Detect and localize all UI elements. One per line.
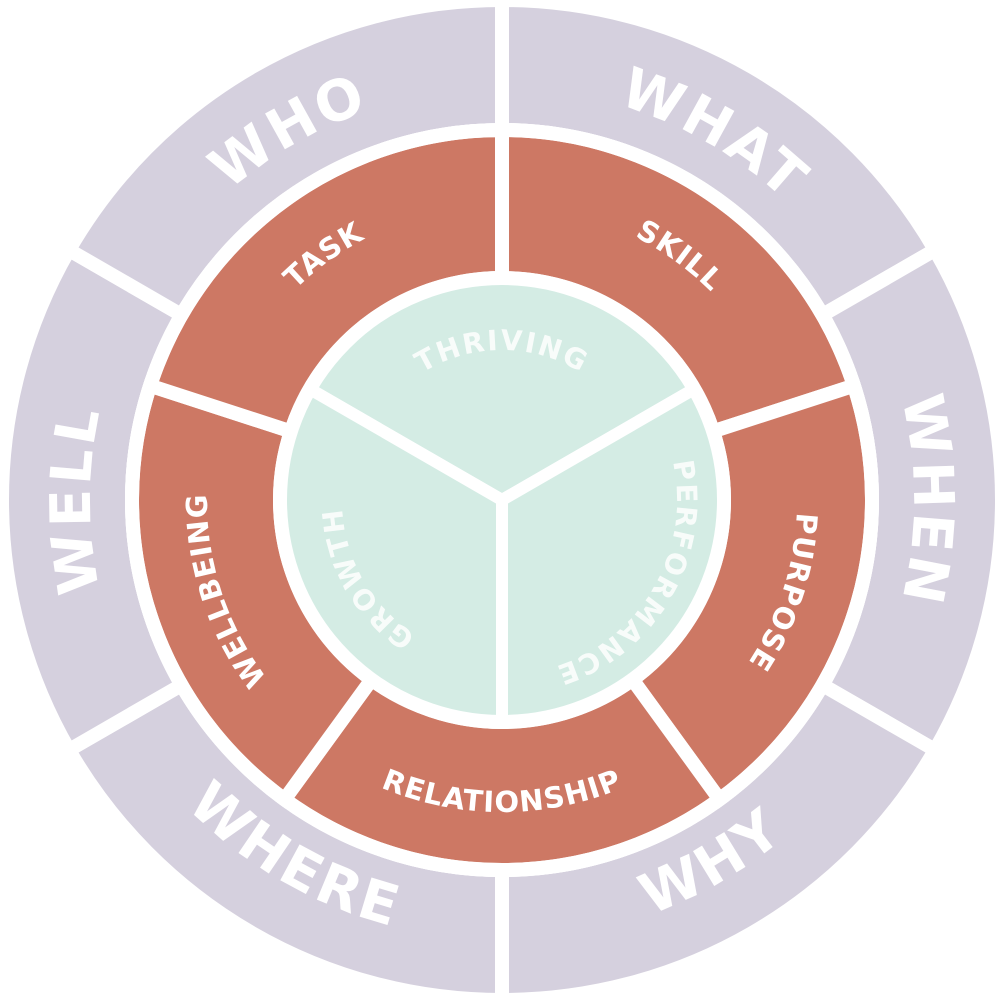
ring-separator (125, 123, 879, 877)
ring-separator (273, 271, 731, 729)
outer-label-when: WHEN (888, 389, 965, 611)
outer-label-well: WELL (39, 400, 114, 598)
